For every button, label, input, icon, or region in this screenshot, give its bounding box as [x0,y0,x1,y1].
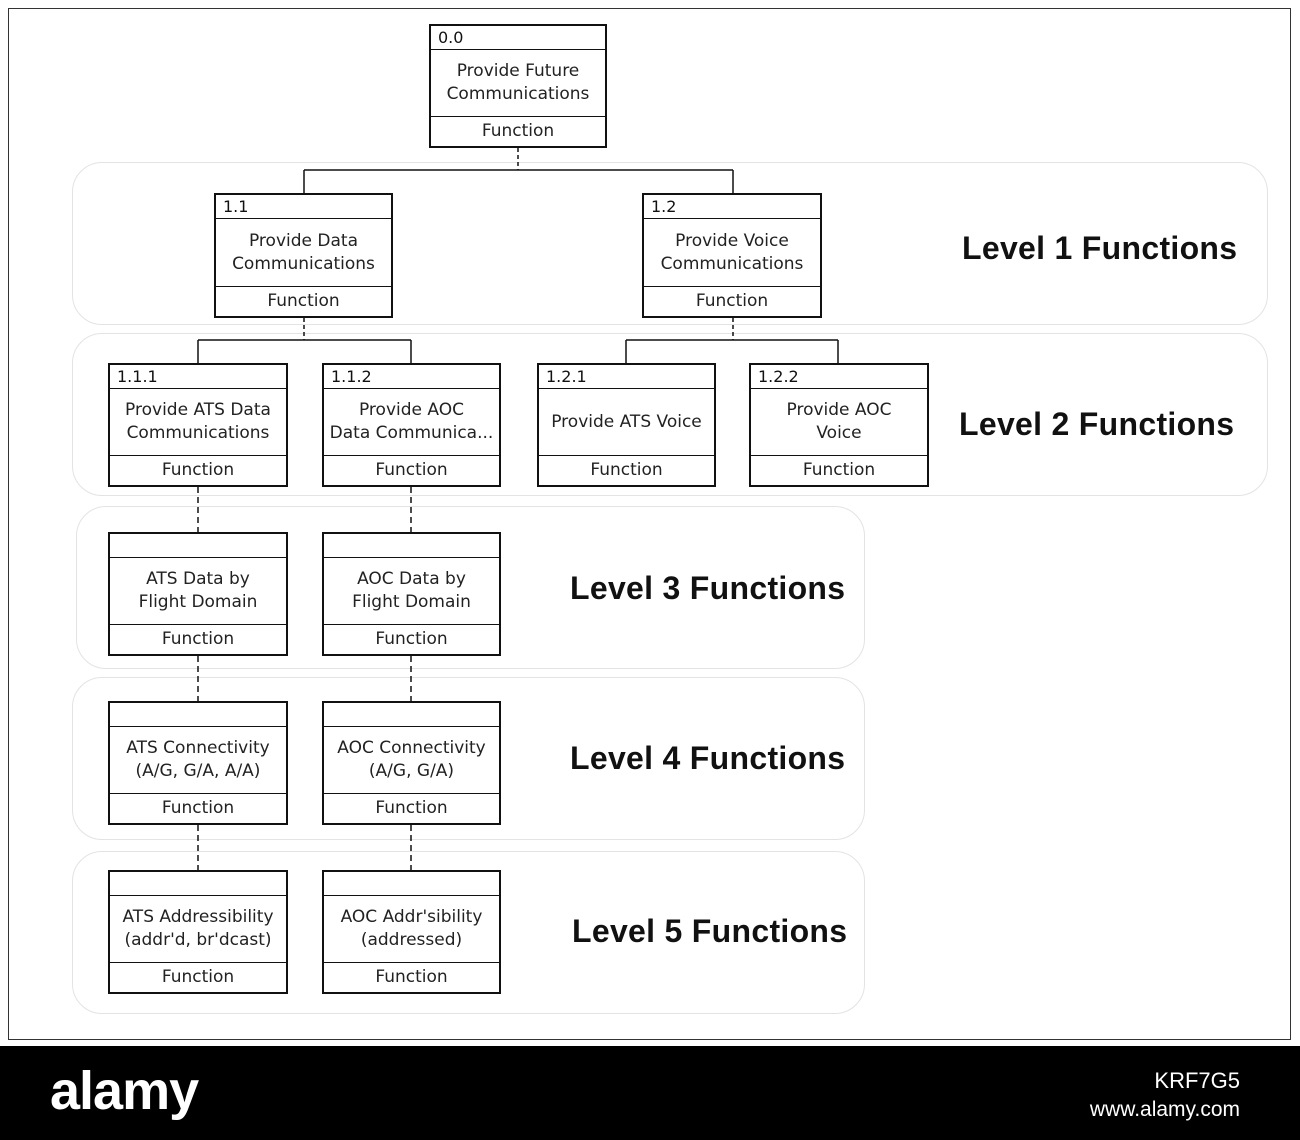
node-0-0[interactable]: 0.0 Provide Future Communications Functi… [429,24,607,148]
alamy-logo: alamy [50,1061,199,1121]
level-1-label: Level 1 Functions [962,230,1238,266]
node-name: ATS Data by Flight Domain [138,569,258,612]
node-id: 1.1.2 [324,365,499,389]
level-2-label: Level 2 Functions [959,406,1235,442]
node-1-1-2[interactable]: 1.1.2 Provide AOC Data Communica... Func… [322,363,501,487]
node-1-1-1[interactable]: 1.1.1 Provide ATS Data Communications Fu… [108,363,288,487]
node-name: Provide Voice Communications [660,230,804,274]
node-name: Provide ATS Voice [551,411,702,432]
node-aoc-level4[interactable]: AOC Connectivity (A/G, G/A) Function [322,701,501,825]
level-3-label: Level 3 Functions [570,570,846,606]
node-1-1[interactable]: 1.1 Provide Data Communications Function [214,193,393,318]
node-name: Provide Data Communications [232,230,375,274]
source-url-label: www.alamy.com [1089,1098,1240,1121]
node-type: Function [539,455,714,485]
node-id: 0.0 [431,26,605,50]
node-type: Function [110,793,286,823]
node-ats-level4[interactable]: ATS Connectivity (A/G, G/A, A/A) Functio… [108,701,288,825]
node-type: Function [110,455,286,485]
node-type: Function [324,624,499,654]
node-id [110,703,286,727]
node-id [324,872,499,896]
node-id: 1.1 [216,195,391,219]
node-ats-level5[interactable]: ATS Addressibility (addr'd, br'dcast) Fu… [108,870,288,994]
node-type: Function [324,455,499,485]
node-ats-level3[interactable]: ATS Data by Flight Domain Function [108,532,288,656]
node-id: 1.2.1 [539,365,714,389]
node-id: 1.2.2 [751,365,927,389]
node-id [110,872,286,896]
node-type: Function [110,624,286,654]
node-name: AOC Data by Flight Domain [352,569,471,612]
node-aoc-level5[interactable]: AOC Addr'sibility (addressed) Function [322,870,501,994]
level-5-label: Level 5 Functions [572,913,848,949]
node-id: 1.2 [644,195,820,219]
node-aoc-level3[interactable]: AOC Data by Flight Domain Function [322,532,501,656]
node-type: Function [324,793,499,823]
node-1-2-2[interactable]: 1.2.2 Provide AOC Voice Function [749,363,929,487]
node-type: Function [431,116,605,146]
node-type: Function [324,962,499,992]
node-name: AOC Connectivity (A/G, G/A) [337,738,486,781]
node-type: Function [216,286,391,316]
node-name: Provide AOC Voice [786,400,892,443]
node-type: Function [751,455,927,485]
node-id: 1.1.1 [110,365,286,389]
level-4-label: Level 4 Functions [570,740,846,776]
node-name: AOC Addr'sibility (addressed) [340,907,483,950]
node-id [324,703,499,727]
node-name: ATS Connectivity (A/G, G/A, A/A) [126,738,270,781]
node-1-2[interactable]: 1.2 Provide Voice Communications Functio… [642,193,822,318]
node-type: Function [110,962,286,992]
node-name: Provide ATS Data Communications [125,400,271,443]
node-1-2-1[interactable]: 1.2.1 Provide ATS Voice Function [537,363,716,487]
watermark-footer [0,1046,1300,1140]
image-id-label: KRF7G5 [1154,1068,1240,1093]
node-name: ATS Addressibility (addr'd, br'dcast) [122,907,274,950]
node-type: Function [644,286,820,316]
node-id [110,534,286,558]
node-id [324,534,499,558]
node-name: Provide AOC Data Communica... [329,400,494,443]
node-name: Provide Future Communications [446,61,590,104]
